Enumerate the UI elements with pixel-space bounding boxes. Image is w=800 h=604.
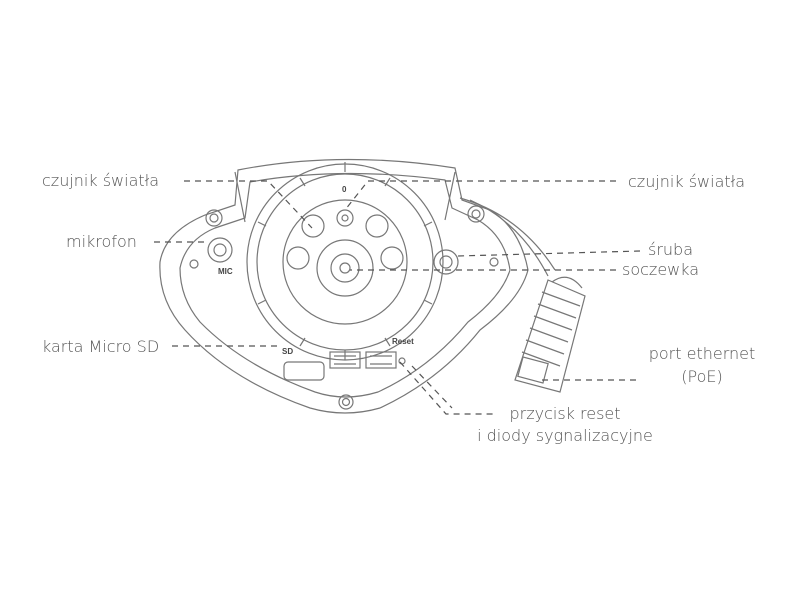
reset-hole	[398, 357, 406, 365]
mic-body	[207, 237, 233, 263]
leader-screw	[457, 250, 641, 257]
sd-mark: SD	[282, 347, 293, 356]
lens-center	[339, 262, 351, 274]
screw-bottom	[338, 394, 354, 410]
reset-mark: Reset	[392, 337, 414, 346]
label-light-sensor-left: czujnik światła	[42, 171, 160, 190]
leader-light-sensor-left	[184, 180, 313, 229]
label-reset-line1: przycisk reset	[509, 404, 621, 423]
label-reset-line2: i diody sygnalizacyjne	[477, 426, 653, 445]
mic-mark: MIC	[218, 267, 233, 276]
label-micro-sd: karta Micro SD	[42, 337, 160, 356]
label-microphone: mikrofon	[66, 232, 137, 251]
light-sensor-dot	[336, 209, 354, 227]
housing-outline	[159, 158, 529, 414]
screw-fix	[433, 249, 459, 275]
leader-reset-2	[411, 365, 453, 409]
label-ethernet-line2: (PoE)	[681, 367, 723, 386]
label-screw: śruba	[648, 240, 694, 259]
lens-mid	[330, 253, 360, 283]
dome-inner	[282, 199, 408, 325]
screw-left	[205, 209, 223, 227]
ir-led-3	[286, 246, 310, 270]
leader-light-sensor-right	[344, 180, 616, 211]
lens-outer	[316, 239, 374, 297]
zero-mark: 0	[342, 185, 347, 194]
screw-right	[467, 205, 485, 223]
housing-inner	[179, 172, 511, 398]
leader-reset-1	[399, 361, 494, 415]
sd-slot	[283, 361, 325, 381]
tab-right	[444, 171, 456, 221]
ir-led-1	[301, 214, 325, 238]
cable	[459, 197, 556, 271]
ir-led-2	[365, 214, 389, 238]
port-2	[365, 351, 397, 369]
ethernet-connector	[514, 276, 586, 393]
ir-led-4	[380, 246, 404, 270]
port-1	[329, 351, 361, 369]
tab-left	[234, 171, 246, 223]
label-light-sensor-right: czujnik światła	[628, 172, 746, 191]
label-lens: soczewka	[622, 260, 700, 279]
label-ethernet-line1: port ethernet	[648, 344, 756, 363]
